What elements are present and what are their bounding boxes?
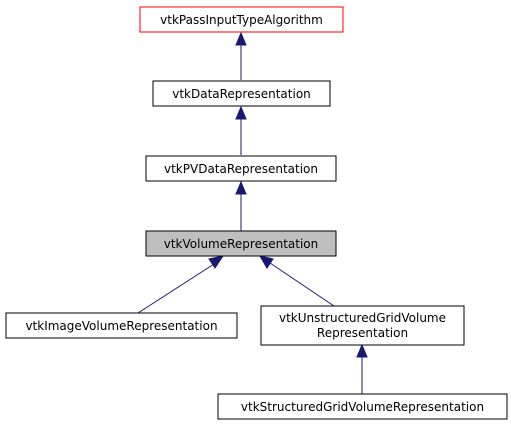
node-volume-representation[interactable]: vtkVolumeRepresentation <box>145 230 337 257</box>
node-pass-input-type-algorithm[interactable]: vtkPassInputTypeAlgorithm <box>139 6 344 33</box>
edge-image-volume-to-volume-rep <box>137 263 215 314</box>
node-pv-data-representation[interactable]: vtkPVDataRepresentation <box>145 155 337 182</box>
node-label: vtkVolumeRepresentation <box>164 237 319 251</box>
edge-head-unstructured <box>356 343 368 358</box>
edge-unstructured-to-volume-rep <box>269 262 335 307</box>
edge-head-pv-data-rep <box>235 180 247 195</box>
node-label-line2: Representation <box>317 326 408 340</box>
node-label: vtkPassInputTypeAlgorithm <box>160 13 323 27</box>
edge-head-pass-input <box>235 31 247 46</box>
node-label: vtkImageVolumeRepresentation <box>25 319 217 333</box>
edge-head-data-rep <box>235 105 247 120</box>
node-label: vtkStructuredGridVolumeRepresentation <box>241 400 484 414</box>
node-label-line1: vtkUnstructuredGridVolume <box>279 311 446 325</box>
edge-head-volume-rep-right <box>258 255 274 269</box>
edge-head-volume-rep-left <box>208 255 225 269</box>
node-structured-grid-volume-representation[interactable]: vtkStructuredGridVolumeRepresentation <box>217 393 508 420</box>
node-label: vtkPVDataRepresentation <box>164 162 318 176</box>
node-image-volume-representation[interactable]: vtkImageVolumeRepresentation <box>5 312 238 339</box>
node-label: vtkDataRepresentation <box>172 87 311 101</box>
node-unstructured-grid-volume-representation[interactable]: vtkUnstructuredGridVolume Representation <box>260 305 465 346</box>
inheritance-edges <box>137 31 368 394</box>
node-data-representation[interactable]: vtkDataRepresentation <box>152 80 331 107</box>
